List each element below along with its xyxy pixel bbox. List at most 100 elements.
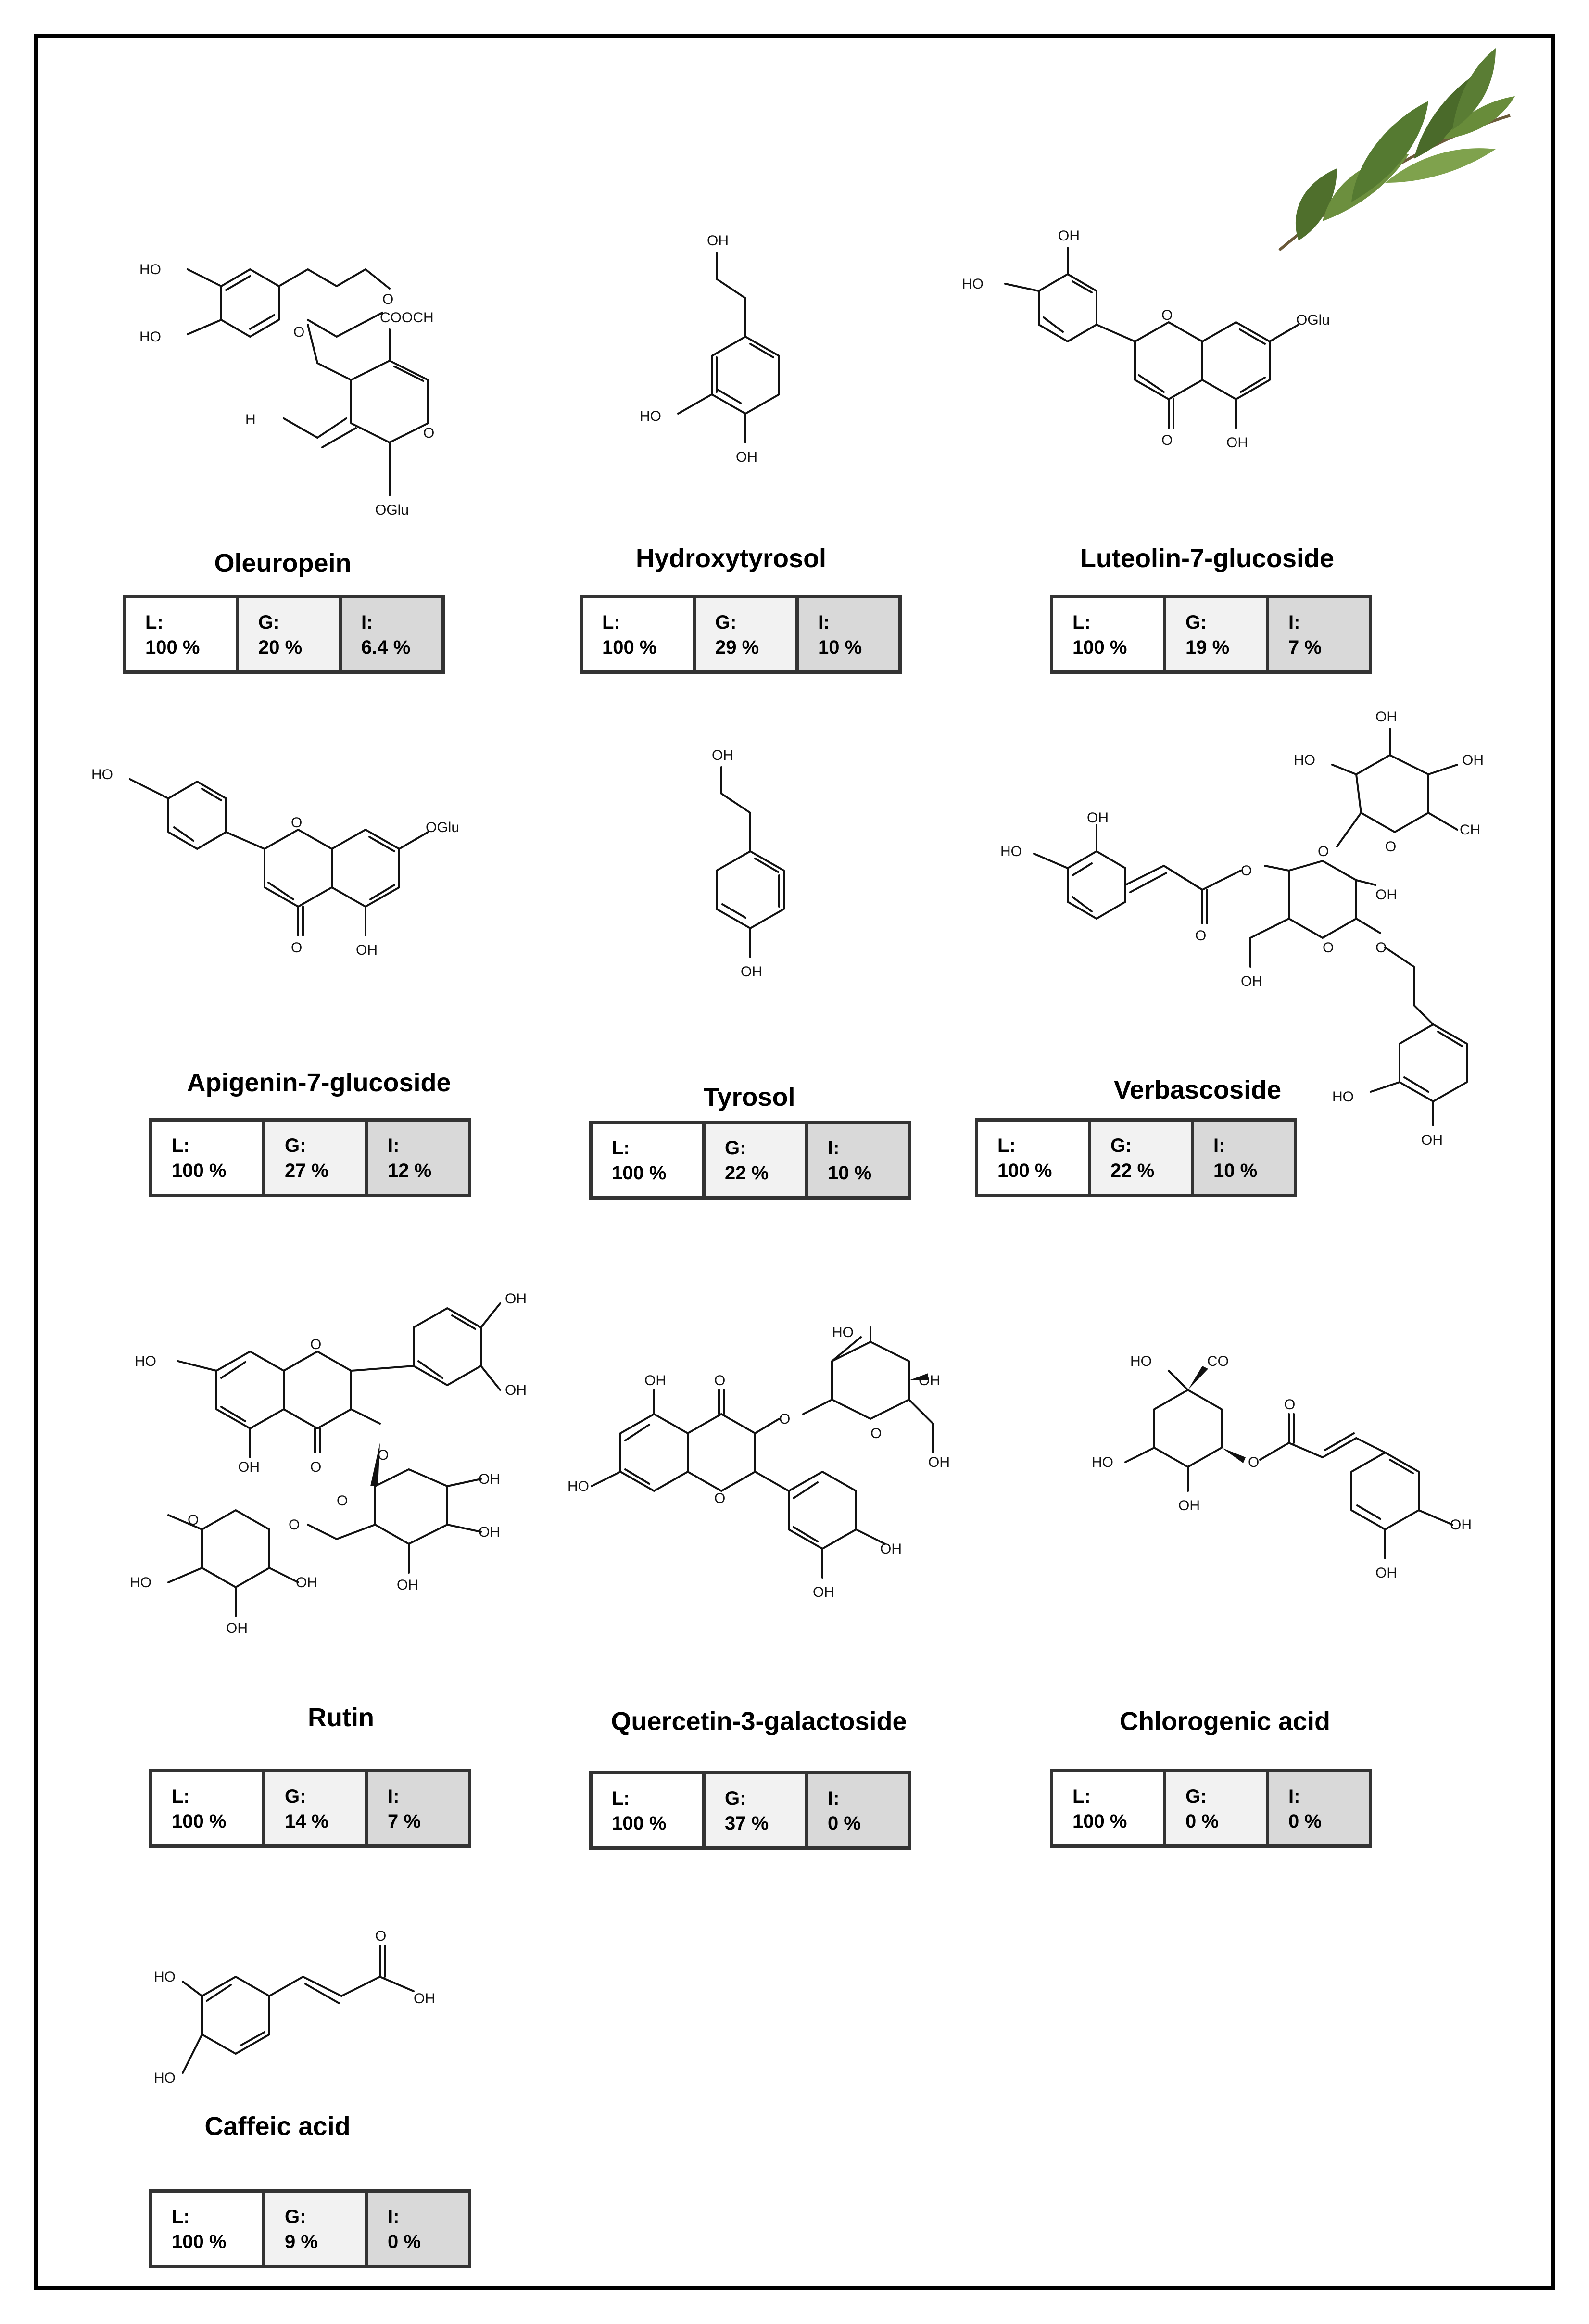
cell-L: L:100 % xyxy=(593,1774,702,1846)
svg-text:O: O xyxy=(291,815,302,831)
svg-text:O: O xyxy=(375,1928,386,1944)
svg-text:OH: OH xyxy=(1241,973,1262,989)
svg-text:HO: HO xyxy=(832,1325,854,1340)
svg-text:OH: OH xyxy=(505,1382,527,1398)
cell-G: G:29 % xyxy=(693,598,795,670)
svg-text:OH: OH xyxy=(226,1620,248,1636)
svg-text:OH: OH xyxy=(1375,887,1397,903)
svg-text:O: O xyxy=(293,324,304,340)
svg-text:HO: HO xyxy=(91,767,113,783)
svg-text:O: O xyxy=(1161,432,1173,448)
cell-G: G:22 % xyxy=(1088,1122,1191,1194)
cell-G: G:37 % xyxy=(702,1774,805,1846)
svg-text:O: O xyxy=(1248,1454,1259,1470)
compound-name: Oleuropein xyxy=(214,549,352,578)
svg-text:O: O xyxy=(714,1490,725,1506)
svg-text:O: O xyxy=(423,425,434,441)
apigenin-7-glucoside-structure: HO O O OGlu OH xyxy=(87,760,519,1029)
svg-text:O: O xyxy=(310,1337,321,1352)
svg-text:O: O xyxy=(378,1447,389,1463)
svg-text:OH: OH xyxy=(1058,228,1080,244)
cell-I: I:7 % xyxy=(1266,598,1369,670)
svg-text:O: O xyxy=(1323,940,1334,956)
cell-I: I:12 % xyxy=(365,1122,468,1194)
svg-text:OH: OH xyxy=(707,233,729,249)
svg-text:OGlu: OGlu xyxy=(375,502,409,518)
svg-text:HO: HO xyxy=(962,276,984,292)
svg-text:OH: OH xyxy=(1375,1565,1397,1581)
recovery-table: L:100 % G:22 % I:10 % xyxy=(975,1118,1297,1197)
svg-text:COOCH: COOCH xyxy=(380,310,434,326)
svg-text:OH: OH xyxy=(505,1291,527,1307)
svg-text:OH: OH xyxy=(1450,1517,1472,1533)
svg-text:O: O xyxy=(291,940,302,956)
svg-text:HO: HO xyxy=(1332,1089,1354,1105)
svg-text:OGlu: OGlu xyxy=(426,820,459,835)
svg-text:HO: HO xyxy=(1130,1353,1152,1369)
svg-text:OH: OH xyxy=(1087,810,1109,826)
cell-L: L:100 % xyxy=(126,598,236,670)
cell-G: G:9 % xyxy=(262,2193,365,2265)
cell-G: G:27 % xyxy=(262,1122,365,1194)
cell-L: L:100 % xyxy=(152,1772,262,1844)
svg-text:OH: OH xyxy=(644,1373,666,1389)
svg-text:O: O xyxy=(1241,863,1252,879)
cell-I: I:6.4 % xyxy=(339,598,441,670)
figure-frame xyxy=(34,34,1555,2290)
compound-name: Rutin xyxy=(308,1703,374,1732)
compound-name: Apigenin-7-glucoside xyxy=(187,1068,451,1097)
cell-I: I:0 % xyxy=(1266,1772,1369,1844)
svg-text:HO: HO xyxy=(568,1478,589,1494)
svg-text:OH: OH xyxy=(397,1577,418,1593)
svg-text:OH: OH xyxy=(1226,435,1248,451)
svg-text:HO: HO xyxy=(154,2070,176,2086)
svg-text:OH: OH xyxy=(414,1991,435,2007)
recovery-table: L:100 % G:37 % I:0 % xyxy=(589,1771,911,1850)
svg-text:O: O xyxy=(310,1459,321,1475)
svg-text:OH: OH xyxy=(238,1459,260,1475)
cell-L: L:100 % xyxy=(583,598,693,670)
compound-name: Quercetin-3-galactoside xyxy=(611,1707,907,1736)
compound-name: Caffeic acid xyxy=(204,2112,351,2141)
cell-I: I:10 % xyxy=(795,598,898,670)
svg-text:OH: OH xyxy=(880,1541,902,1557)
recovery-table: L:100 % G:22 % I:10 % xyxy=(589,1121,911,1200)
svg-text:O: O xyxy=(1284,1397,1295,1413)
recovery-table: L:100 % G:29 % I:10 % xyxy=(580,595,902,674)
svg-text:O: O xyxy=(337,1493,348,1509)
cell-G: G:20 % xyxy=(236,598,339,670)
svg-text:HO: HO xyxy=(130,1575,151,1591)
svg-text:O: O xyxy=(779,1411,790,1427)
svg-text:OH: OH xyxy=(479,1524,500,1540)
svg-text:O: O xyxy=(382,291,393,307)
recovery-table: L:100 % G:20 % I:6.4 % xyxy=(123,595,445,674)
svg-text:OH: OH xyxy=(1178,1498,1200,1514)
cell-L: L:100 % xyxy=(1053,1772,1163,1844)
svg-text:HO: HO xyxy=(135,1353,156,1369)
svg-text:OH: OH xyxy=(813,1584,834,1600)
svg-text:OH: OH xyxy=(712,747,733,763)
compound-name: Verbascoside xyxy=(1113,1075,1282,1104)
recovery-table: L:100 % G:0 % I:0 % xyxy=(1050,1769,1372,1848)
cell-I: I:7 % xyxy=(365,1772,468,1844)
svg-text:OH: OH xyxy=(741,964,762,980)
svg-text:CH: CH xyxy=(1460,822,1480,838)
cell-I: I:10 % xyxy=(805,1124,908,1196)
cell-I: I:0 % xyxy=(805,1774,908,1846)
cell-I: I:10 % xyxy=(1191,1122,1294,1194)
svg-text:HO: HO xyxy=(139,262,161,278)
cell-L: L:100 % xyxy=(593,1124,702,1196)
svg-text:OH: OH xyxy=(356,942,378,958)
cell-I: I:0 % xyxy=(365,2193,468,2265)
svg-text:OH: OH xyxy=(1462,752,1484,768)
cell-G: G:19 % xyxy=(1163,598,1266,670)
recovery-table: L:100 % G:14 % I:7 % xyxy=(149,1769,471,1848)
svg-text:HO: HO xyxy=(154,1969,176,1985)
svg-text:OH: OH xyxy=(1375,709,1397,725)
svg-text:OGlu: OGlu xyxy=(1296,312,1330,328)
